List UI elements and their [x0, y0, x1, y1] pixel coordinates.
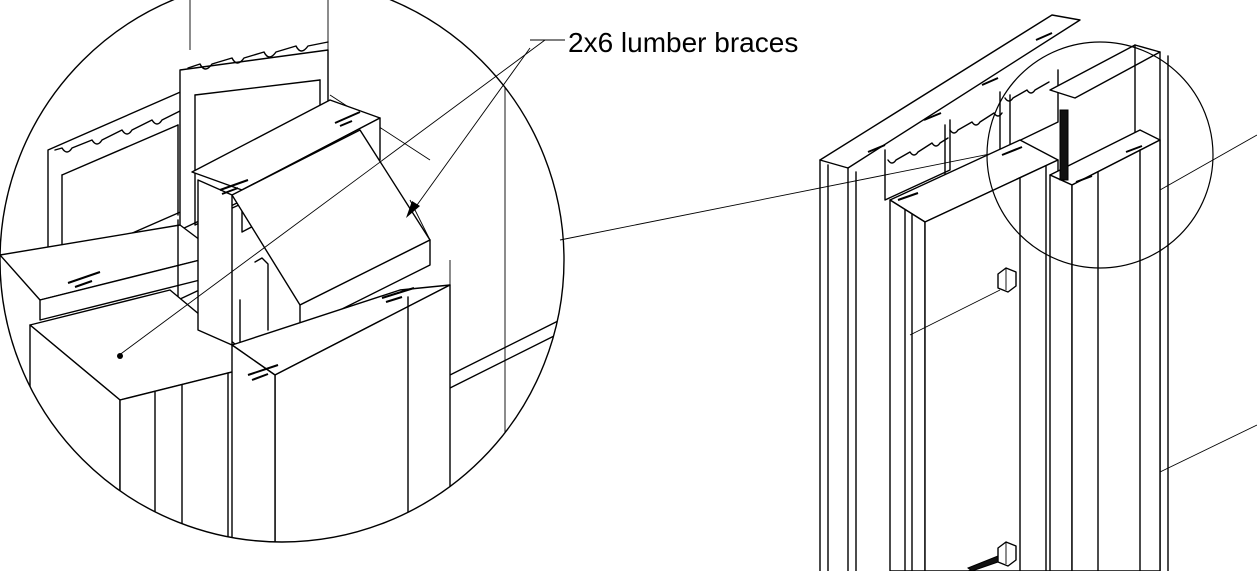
- detail-leader-line: [559, 147, 1021, 241]
- reference-circle: [986, 41, 1214, 269]
- main-corner-column: [1049, 109, 1161, 571]
- callout-leader-lower: [411, 47, 531, 213]
- corner-post: [197, 179, 249, 346]
- right-brace: [231, 129, 431, 331]
- main-front-column: [889, 139, 1059, 571]
- hex-nut-lower: [966, 541, 1017, 571]
- callout-leader-upper: [117, 39, 546, 357]
- callout-label: 2x6 lumber braces: [568, 27, 798, 58]
- callout: 2x6 lumber braces: [117, 27, 798, 357]
- notched-panel-left: [47, 89, 186, 271]
- callout-arrowhead: [406, 201, 420, 218]
- rear-wall-frame: [819, 14, 1081, 571]
- front-post-right: [231, 284, 451, 542]
- hex-nut-upper: [997, 267, 1017, 293]
- main-view: [819, 14, 1257, 571]
- detail-view: [0, 0, 561, 542]
- detail-circle: [0, 0, 565, 543]
